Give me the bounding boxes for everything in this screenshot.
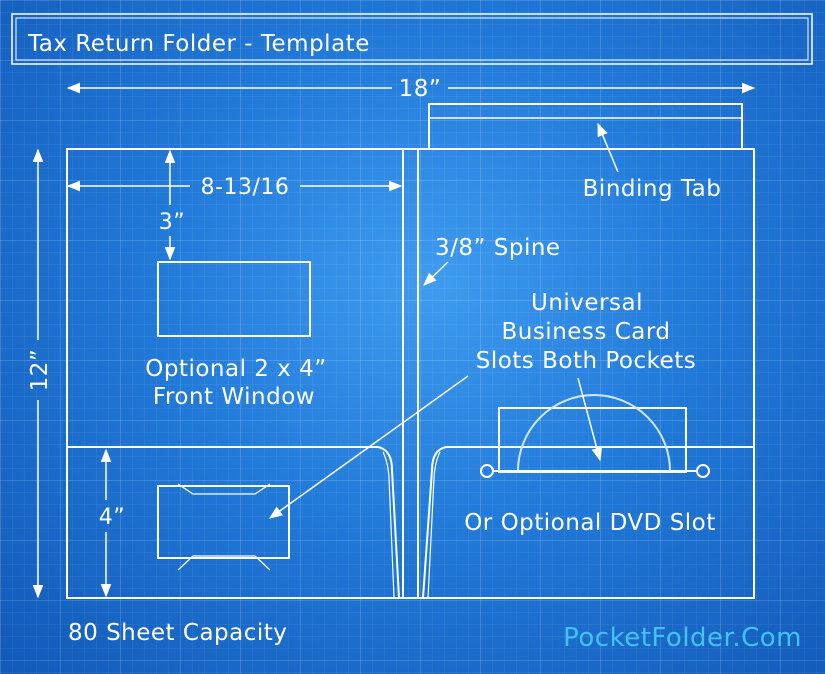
left-pocket-inner: [382, 451, 395, 599]
right-pocket-inner: [427, 451, 441, 599]
height-dimension-label: 12”: [27, 349, 53, 392]
spine-label: 3/8” Spine: [435, 235, 561, 261]
brand-logo: PocketFolder.Com: [563, 623, 802, 653]
title-box: [11, 13, 813, 65]
card-slots-label-line1: Universal: [531, 290, 643, 316]
binding-tab-label: Binding Tab: [583, 176, 722, 202]
right-pocket: [422, 446, 754, 599]
dvd-disc-arc: [517, 394, 671, 472]
width-dimension-label: 18”: [399, 76, 442, 102]
dvd-slot-sleeve: [498, 407, 687, 473]
window-offset-label: 3”: [159, 210, 185, 235]
title-box-inner: [15, 17, 809, 61]
front-window: [157, 261, 311, 337]
left-card-slot-cut-bottom: [177, 555, 271, 571]
folder-outline: [66, 148, 755, 599]
dvd-slot-right-hole: [696, 464, 710, 478]
window-label-line1: Optional 2 x 4”: [145, 356, 326, 382]
panel-width-label: 8-13/16: [201, 175, 290, 200]
card-slot-callout-arrow: [268, 375, 469, 519]
capacity-label: 80 Sheet Capacity: [68, 620, 287, 646]
window-label-line2: Front Window: [153, 384, 315, 410]
card-slots-label-line3: Slots Both Pockets: [476, 348, 697, 374]
dvd-slot-left-hole: [480, 464, 494, 478]
left-card-slot: [157, 485, 290, 559]
spine-callout-arrow: [423, 261, 449, 286]
binding-tab-callout-arrow: [597, 122, 619, 173]
dvd-callout-arrow: [577, 377, 603, 462]
title-text: Tax Return Folder - Template: [27, 31, 370, 57]
card-slots-label-line2: Business Card: [501, 319, 670, 345]
dvd-slot-label: Or Optional DVD Slot: [464, 510, 716, 536]
left-pocket: [67, 446, 400, 599]
left-card-slot-cut-top: [177, 483, 271, 495]
binding-tab: [428, 103, 743, 150]
pocket-height-label: 4”: [99, 505, 125, 530]
